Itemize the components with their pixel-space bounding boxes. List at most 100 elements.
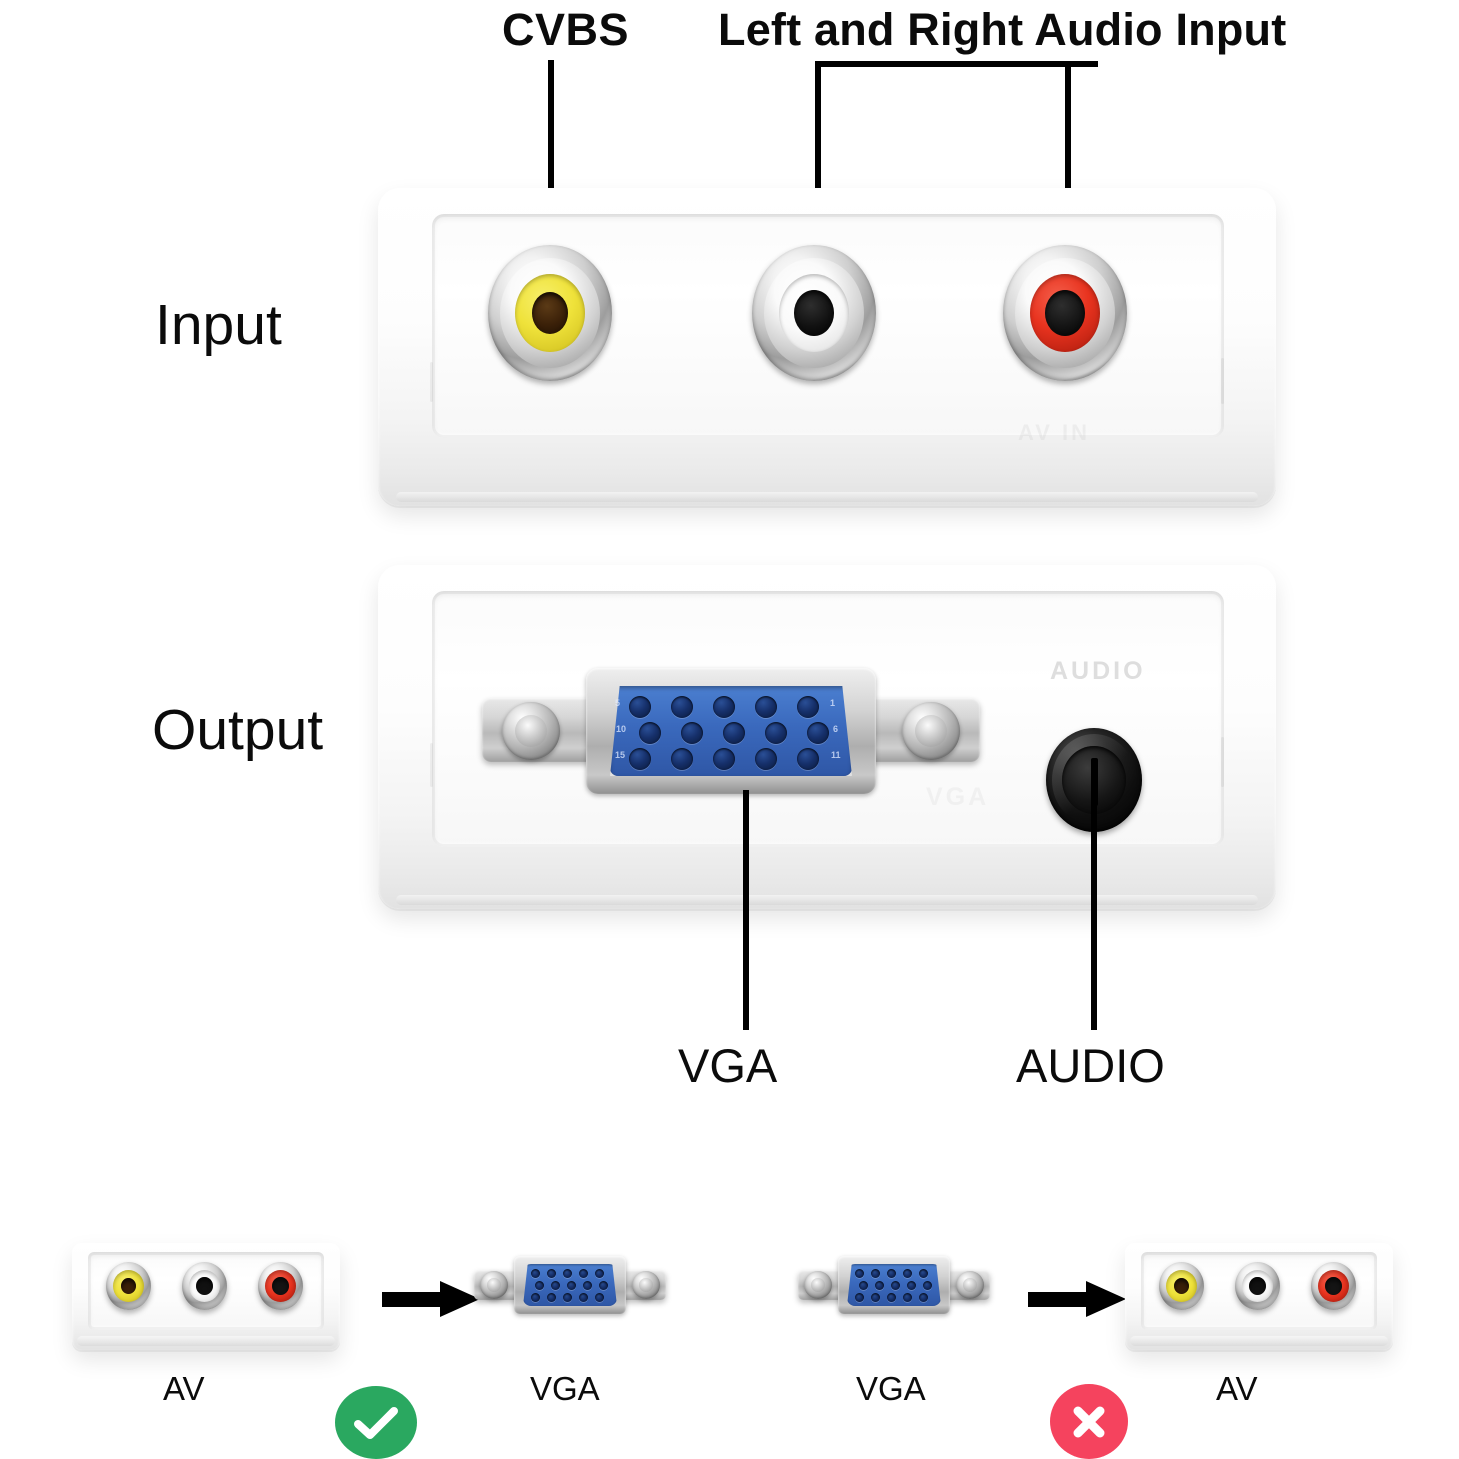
arrow-right-icon — [382, 1281, 480, 1317]
vga-pin-hole — [919, 1293, 928, 1302]
vga-pin-hole — [547, 1293, 556, 1302]
vga-pin-hole — [531, 1269, 540, 1278]
vga-pin-hole — [855, 1269, 864, 1278]
device-seam-left — [430, 743, 433, 787]
thumb-vga-connector-right — [798, 1256, 990, 1314]
vga-pin-hole — [551, 1281, 560, 1290]
check-icon — [354, 1406, 398, 1439]
leader-line-audio-out — [1091, 786, 1097, 1030]
thumb-rca-red — [258, 1262, 303, 1310]
thumb-rca-yellow — [106, 1262, 151, 1310]
vga-screw-post-right — [632, 1271, 660, 1299]
vga-pin-hole — [563, 1293, 572, 1302]
thumb-label-vga-left: VGA — [530, 1370, 600, 1407]
vga-screw-post-left — [502, 702, 560, 760]
vga-pin-hole — [579, 1293, 588, 1302]
thumb-label-vga-right: VGA — [856, 1370, 926, 1407]
input-emboss-text: AV IN — [1018, 420, 1091, 445]
jack-slot — [1091, 758, 1098, 806]
rca-center-hole-cvbs — [532, 292, 568, 334]
vga-pin-hole — [765, 722, 787, 744]
rca-center-hole — [272, 1277, 289, 1295]
thumb-rca-white — [182, 1262, 227, 1310]
rca-center-hole — [121, 1278, 136, 1294]
vga-pin-hole — [629, 696, 651, 718]
vga-pin-number: 5 — [615, 698, 621, 708]
vga-screw-post-right — [956, 1271, 984, 1299]
vga-pin-hole — [671, 748, 693, 770]
vga-screw-head — [639, 1278, 653, 1292]
vga-pin-hole — [583, 1281, 592, 1290]
vga-pin-hole — [723, 722, 745, 744]
vga-screw-head — [811, 1278, 825, 1292]
arrow-shaft — [382, 1292, 444, 1307]
vga-pin-hole — [887, 1293, 896, 1302]
vga-pin-hole — [887, 1269, 896, 1278]
vga-pin-hole — [797, 696, 819, 718]
vga-pin-hole — [579, 1269, 588, 1278]
thumb-rca-white — [1235, 1262, 1280, 1310]
arrow-head — [440, 1281, 480, 1317]
rca-center-hole — [1174, 1278, 1189, 1294]
thumb-label-av-left: AV — [163, 1370, 205, 1407]
status-badge-unsupported — [1050, 1384, 1128, 1459]
vga-pin-hole — [797, 748, 819, 770]
vga-pin-hole — [807, 722, 829, 744]
vga-pin-hole — [629, 748, 651, 770]
vga-screw-head — [515, 715, 547, 747]
vga-screw-head — [487, 1278, 501, 1292]
label-cvbs: CVBS — [502, 4, 630, 55]
label-vga: VGA — [678, 1039, 778, 1092]
vga-screw-head — [963, 1278, 977, 1292]
vga-pin-number: 6 — [833, 724, 839, 734]
leader-bracket-audio-top — [815, 61, 1098, 67]
vga-pin-number: 11 — [831, 750, 841, 760]
thumb-rca-yellow — [1159, 1262, 1204, 1310]
vga-pin-hole — [531, 1293, 540, 1302]
vga-pin-hole — [891, 1281, 900, 1290]
status-badge-supported — [335, 1386, 417, 1459]
vga-pin-hole — [671, 696, 693, 718]
rca-center-hole — [1249, 1277, 1266, 1295]
vga-pin-hole — [923, 1281, 932, 1290]
arrow-shaft — [1028, 1292, 1090, 1307]
rca-center-hole — [196, 1277, 213, 1295]
thumb-rca-red — [1311, 1262, 1356, 1310]
arrow-head — [1086, 1281, 1126, 1317]
vga-pin-hole — [871, 1293, 880, 1302]
vga-connector[interactable]: 5 1 10 6 15 11 — [482, 668, 980, 794]
vga-pin-hole — [547, 1269, 556, 1278]
vga-screw-post-left — [804, 1271, 832, 1299]
label-left-right-audio-input: Left and Right Audio Input — [718, 4, 1287, 55]
output-emboss-audio: AUDIO — [1050, 657, 1146, 685]
vga-pin-hole — [907, 1281, 916, 1290]
vga-pin-hole — [713, 748, 735, 770]
arrow-right-icon — [1028, 1281, 1126, 1317]
rca-jack-audio-right[interactable] — [1003, 245, 1127, 381]
device-seam-right — [1221, 737, 1224, 787]
vga-pin-hole — [563, 1269, 572, 1278]
vga-pin-hole — [755, 696, 777, 718]
rca-jack-audio-left[interactable] — [752, 245, 876, 381]
thumb-label-av-right: AV — [1216, 1370, 1258, 1407]
cross-icon — [1073, 1406, 1105, 1437]
vga-pin-hole — [755, 748, 777, 770]
thumb-vga-connector-left — [474, 1256, 666, 1314]
rca-center-hole — [1325, 1277, 1342, 1295]
vga-pin-number: 10 — [616, 724, 627, 734]
vga-pin-hole — [859, 1281, 868, 1290]
vga-screw-head — [915, 715, 947, 747]
label-audio: AUDIO — [1016, 1039, 1165, 1092]
vga-pin-hole — [919, 1269, 928, 1278]
vga-pin-hole — [681, 722, 703, 744]
output-emboss-vga: VGA — [926, 783, 990, 811]
vga-pin-number: 1 — [830, 698, 836, 708]
vga-screw-post-left — [480, 1271, 508, 1299]
rca-jack-cvbs[interactable] — [488, 245, 612, 381]
vga-pin-hole — [535, 1281, 544, 1290]
vga-pin-hole — [875, 1281, 884, 1290]
vga-pin-number: 15 — [615, 750, 626, 760]
vga-screw-post-right — [902, 702, 960, 760]
vga-pin-hole — [903, 1293, 912, 1302]
